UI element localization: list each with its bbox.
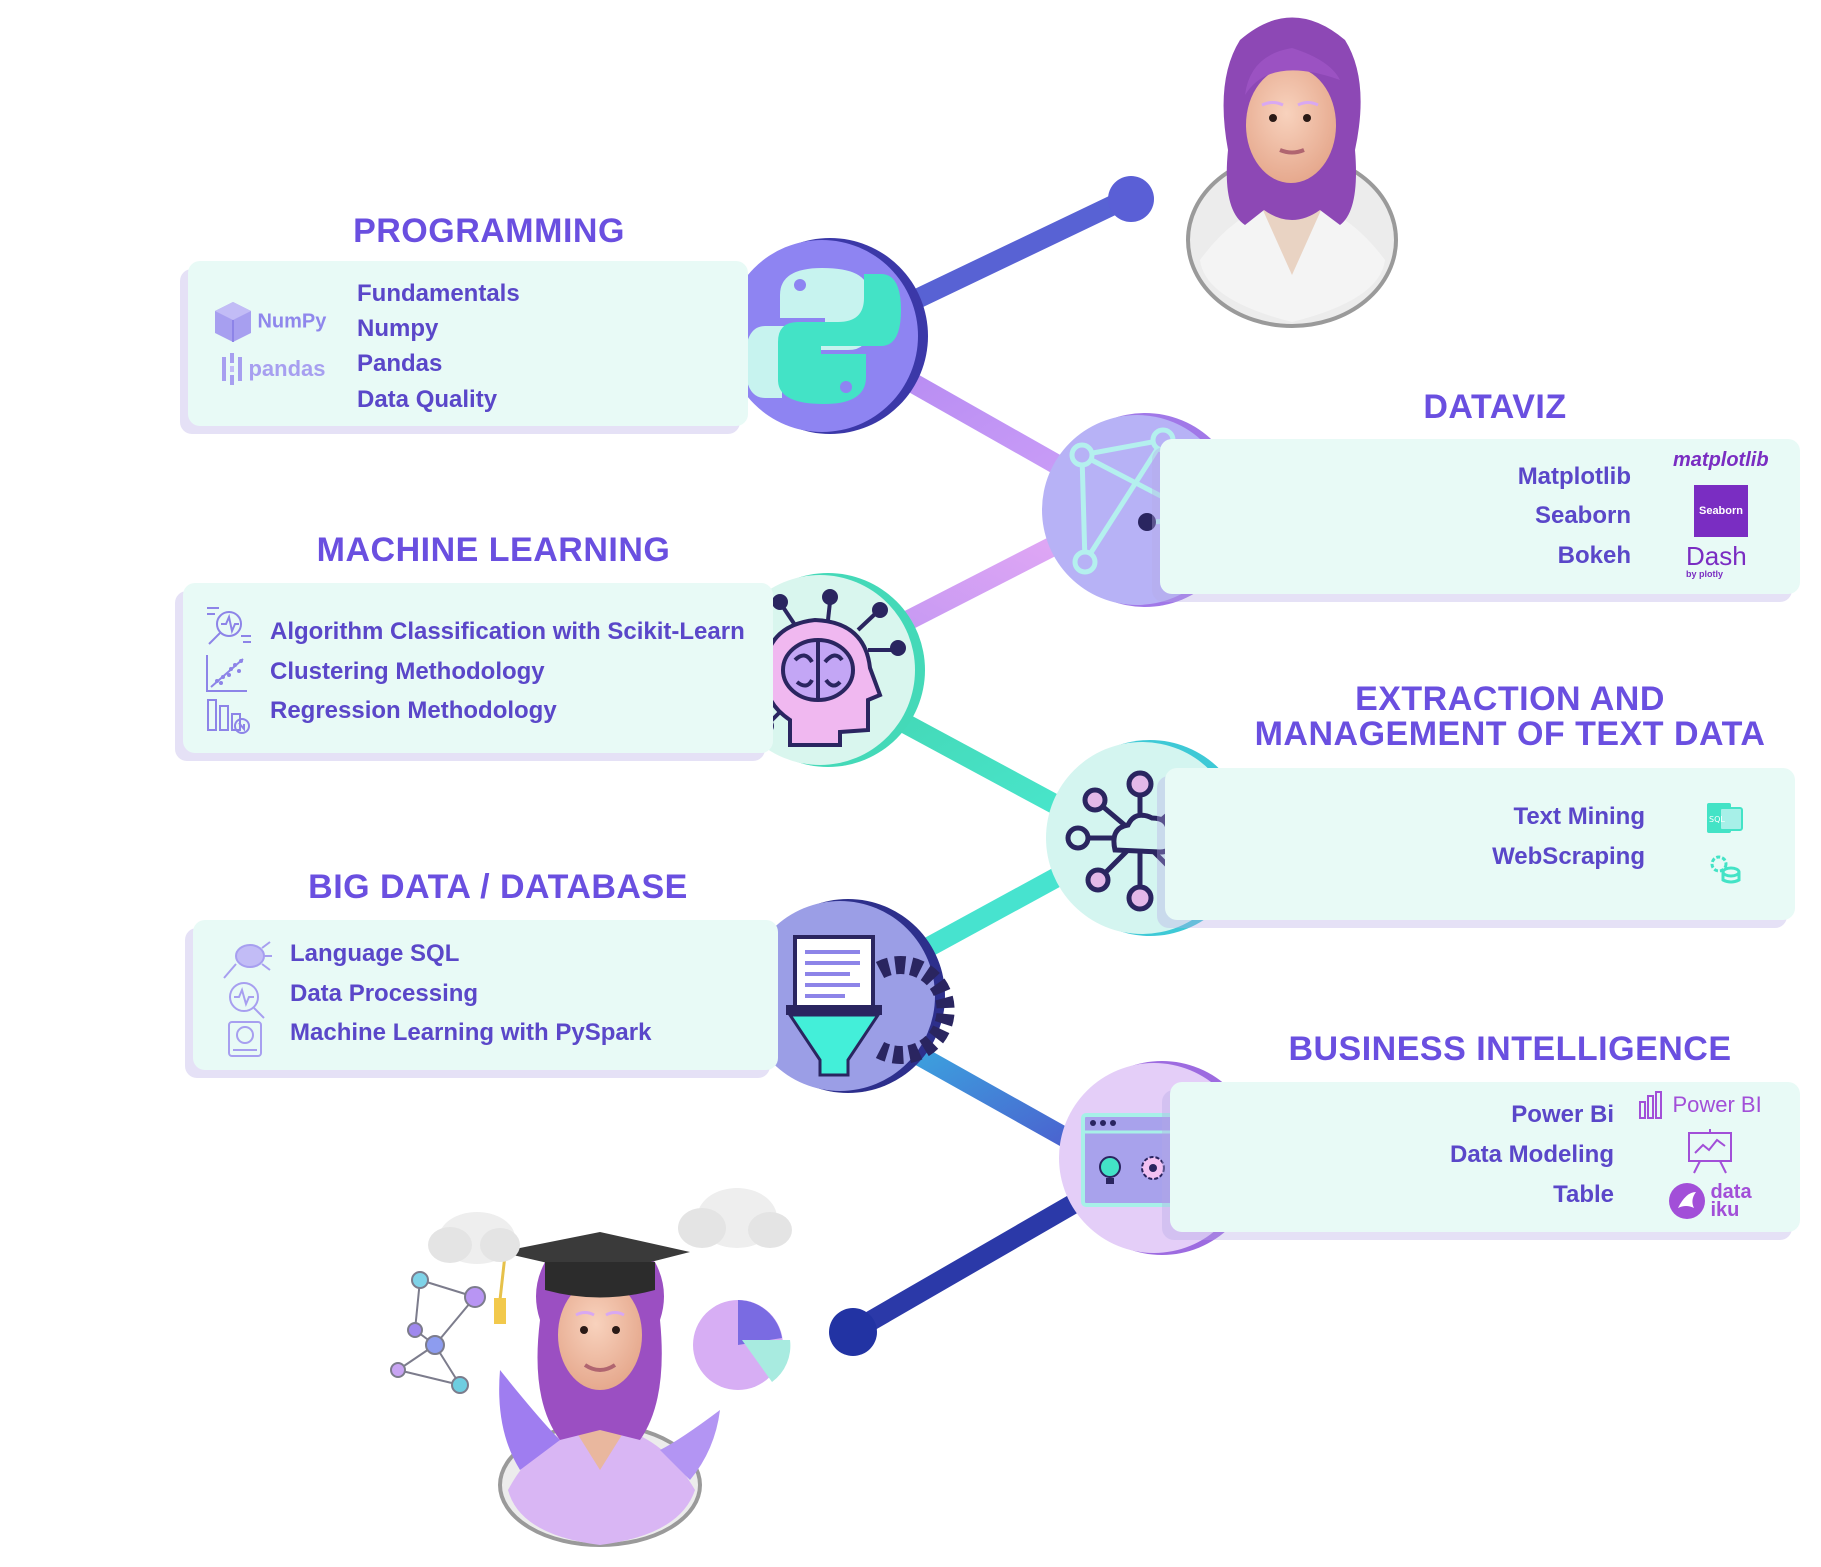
bug-icon xyxy=(223,941,272,979)
data-search-icon xyxy=(229,982,265,1019)
dataiku-logo: data iku xyxy=(1668,1182,1752,1220)
path-connectors xyxy=(829,176,1154,1356)
machine-learning-item: Clustering Methodology xyxy=(270,658,545,685)
programming-item: Fundamentals xyxy=(357,280,520,307)
dataviz-item: Bokeh xyxy=(1557,542,1631,569)
path-segment-1 xyxy=(885,361,1075,481)
path-segment-2 xyxy=(900,531,1070,631)
power-bi-logo-text: Power BI xyxy=(1672,1092,1762,1117)
numpy-logo: NumPy xyxy=(213,300,326,344)
pandas-logo: pandas xyxy=(220,353,325,385)
seaborn-logo: Seaborn xyxy=(1694,485,1748,537)
dataiku-logo-text-top: data xyxy=(1710,1181,1752,1203)
lightbulb-icon xyxy=(1099,1156,1121,1184)
sql-document-icon: SQL xyxy=(1707,803,1743,833)
machine-learning-title: MACHINE LEARNING xyxy=(316,531,671,569)
numpy-cube-icon xyxy=(215,302,251,342)
pandas-bars-icon xyxy=(222,353,242,385)
dataviz-panel xyxy=(1160,439,1800,594)
pandas-logo-text: pandas xyxy=(248,356,326,381)
matplotlib-logo: matplotlib xyxy=(1673,449,1769,471)
text-data-panel xyxy=(1165,768,1795,920)
python-icon xyxy=(745,268,901,404)
big-data-node xyxy=(745,899,955,1093)
programming-item: Numpy xyxy=(357,315,439,342)
path-segment-3 xyxy=(890,709,1080,824)
big-data-item: Language SQL xyxy=(290,940,460,967)
text-data-title-line1: EXTRACTION AND xyxy=(1355,680,1665,718)
pie-chart-icon xyxy=(693,1300,791,1390)
dataiku-bird-icon xyxy=(1669,1183,1705,1219)
web-scraping-icon xyxy=(1710,855,1741,884)
big-data-title: BIG DATA / DATABASE xyxy=(308,868,688,906)
programming-title: PROGRAMMING xyxy=(353,212,625,250)
programming-item: Data Quality xyxy=(357,386,498,413)
dataviz-title: DATAVIZ xyxy=(1423,388,1567,426)
clustering-scatter-icon xyxy=(206,655,247,692)
machine-learning-item: Algorithm Classification with Scikit-Lea… xyxy=(270,618,745,645)
gear-icon xyxy=(1141,1156,1165,1180)
cloud-icon xyxy=(428,1212,520,1264)
path-end-segment xyxy=(845,1190,1090,1340)
dash-logo: Dash by plotly xyxy=(1686,543,1747,579)
machine-learning-item: Regression Methodology xyxy=(270,697,557,724)
power-bi-bars-icon xyxy=(1639,1091,1662,1119)
dataviz-item: Seaborn xyxy=(1534,502,1631,529)
big-data-item: Data Processing xyxy=(290,980,479,1007)
path-start-segment xyxy=(890,188,1138,317)
path-end-dot xyxy=(829,1308,877,1356)
programming-node xyxy=(726,238,928,434)
text-data-title-line2: MANAGEMENT OF TEXT DATA xyxy=(1254,715,1766,753)
text-data-item: WebScraping xyxy=(1492,843,1645,870)
business-intelligence-item: Table xyxy=(1553,1181,1614,1208)
data-funnel-icon xyxy=(786,935,955,1077)
programming-panel xyxy=(188,261,748,426)
path-segment-5 xyxy=(890,1033,1080,1152)
dash-logo-text: Dash xyxy=(1686,541,1747,571)
business-intelligence-title: BUSINESS INTELLIGENCE xyxy=(1288,1030,1732,1068)
power-bi-logo: Power BI xyxy=(1638,1090,1762,1120)
business-intelligence-item: Power Bi xyxy=(1511,1101,1614,1128)
text-data-item: Text Mining xyxy=(1513,803,1645,830)
path-start-dot xyxy=(1108,176,1154,222)
graduate-avatar-bottom xyxy=(390,1188,792,1547)
regression-bars-icon xyxy=(207,699,250,734)
numpy-logo-text: NumPy xyxy=(257,310,327,333)
machine-learning-panel xyxy=(183,583,773,753)
seaborn-logo-text: Seaborn xyxy=(1698,505,1743,517)
path-segment-4 xyxy=(900,861,1075,969)
big-data-panel xyxy=(193,920,778,1070)
dataviz-item: Matplotlib xyxy=(1517,463,1631,490)
dash-logo-subtext: by plotly xyxy=(1686,569,1724,579)
hard-drive-icon xyxy=(228,1021,262,1057)
svg-text:SQL: SQL xyxy=(1709,815,1725,824)
programming-item: Pandas xyxy=(357,350,443,377)
classification-icon xyxy=(207,607,251,645)
cloud-icon xyxy=(678,1188,792,1248)
presentation-board-icon xyxy=(1688,1129,1732,1174)
dataiku-logo-text-bottom: iku xyxy=(1710,1199,1740,1221)
big-data-item: Machine Learning with PySpark xyxy=(290,1019,652,1046)
business-intelligence-item: Data Modeling xyxy=(1449,1141,1614,1168)
woman-avatar-top xyxy=(1186,17,1398,328)
molecule-network-icon xyxy=(390,1271,486,1394)
